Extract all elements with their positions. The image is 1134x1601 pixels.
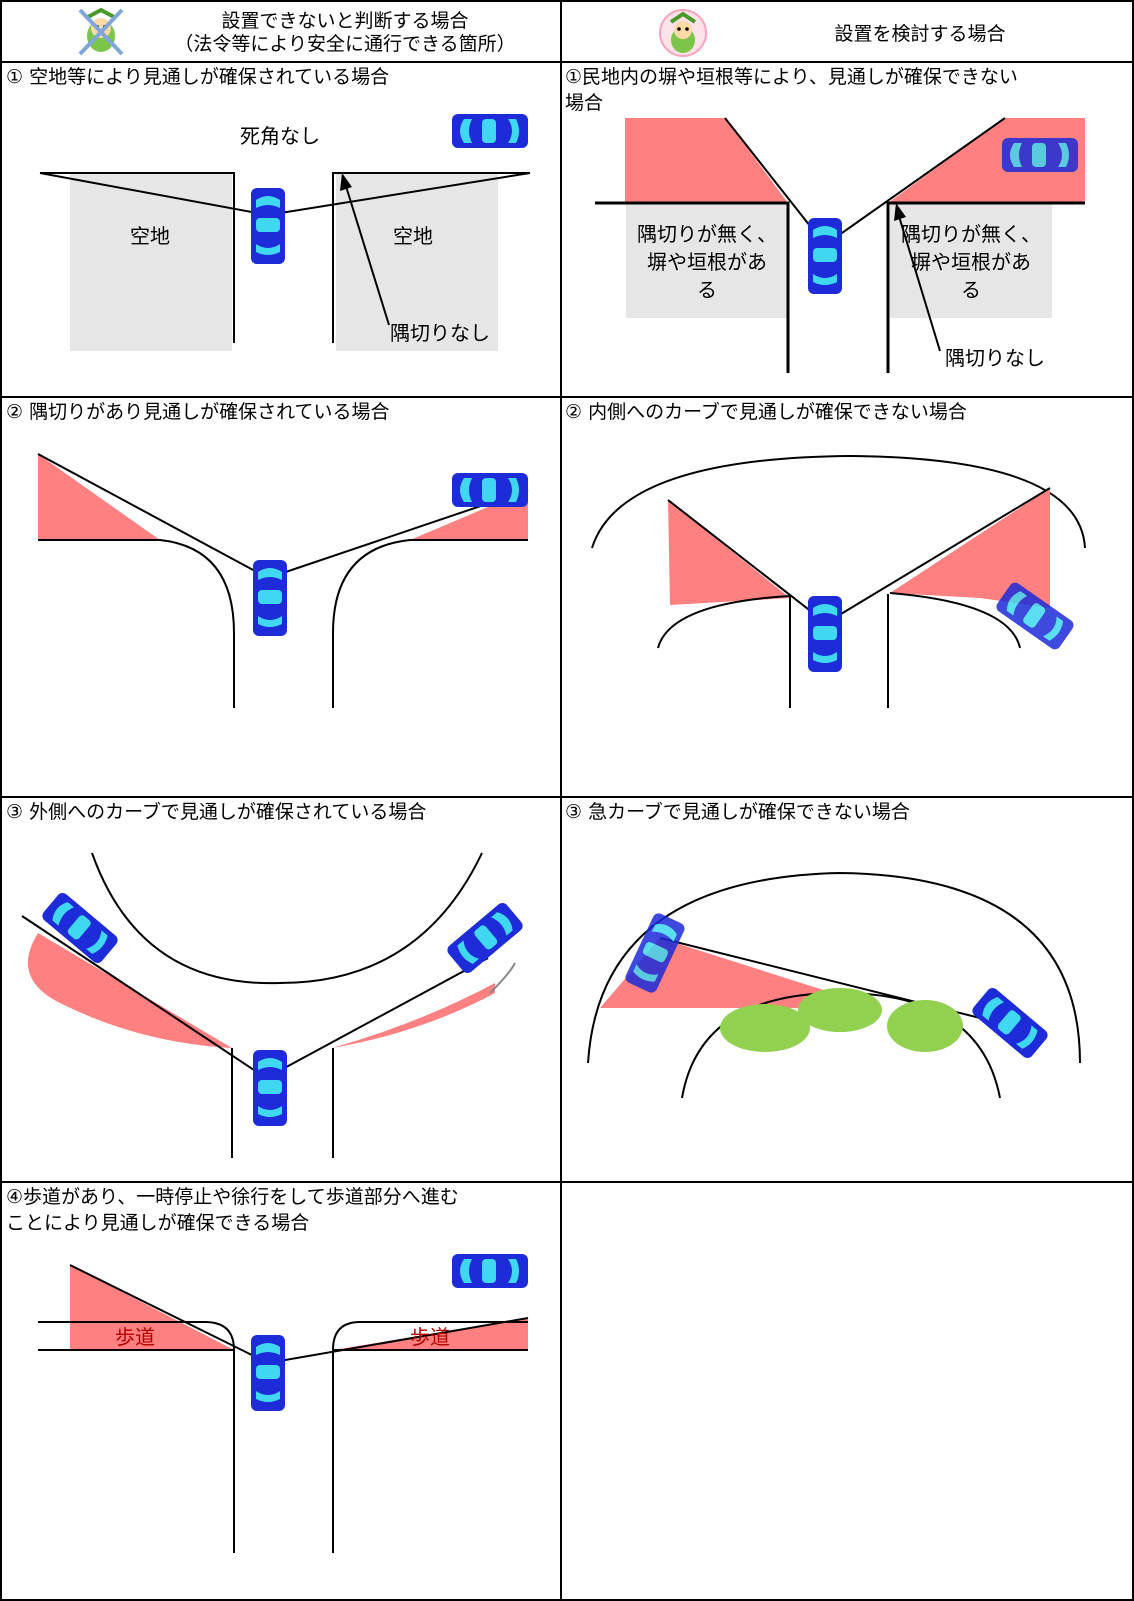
mascot-icon: [659, 9, 707, 57]
table-border-bottom: [0, 1599, 1134, 1601]
open-lot-left: [70, 173, 232, 351]
mascot-crossed-icon: [78, 7, 124, 56]
left-c4-title-line1: ④歩道があり、一時停止や徐行をして歩道部分へ進む: [6, 1186, 459, 1208]
diagram-left-2: [37, 453, 529, 708]
label-wall-left-2: 塀や垣根があ: [647, 250, 767, 274]
table-border-right: [1132, 0, 1134, 1601]
diagram-left-1: 死角なし 空地 空地 隅切りなし: [39, 114, 531, 351]
left-c4-title-line2: ことにより見通しが確保できる場合: [6, 1212, 310, 1234]
right-c1-title-line1: ①民地内の塀や垣根等により、見通しが確保できない: [565, 66, 1018, 88]
table-border-top: [0, 0, 1134, 2]
label-wall-right-2: 塀や垣根があ: [911, 250, 1031, 274]
right-c3-title: ③ 急カーブで見通しが確保できない場合: [565, 801, 910, 823]
label-lot-left: 空地: [130, 224, 170, 248]
header-left: 設置できないと判断する場合 （法令等により安全に通行できる箇所）: [130, 10, 560, 56]
header-right-line1: 設置を検討する場合: [834, 23, 1006, 45]
header-separator: [0, 61, 1134, 63]
blind-zone-left: [625, 118, 788, 203]
label-corner: 隅切りなし: [390, 321, 490, 345]
left-c2-title: ② 隅切りがあり見通しが確保されている場合: [6, 401, 390, 423]
car-cross: [452, 114, 528, 148]
label-corner-right: 隅切りなし: [945, 346, 1045, 370]
open-lot-right: [336, 173, 498, 351]
diagram-right-3: [587, 871, 1081, 1099]
diagram-left-4: 歩道 歩道: [38, 1254, 529, 1553]
diagram-left-3: [21, 852, 526, 1158]
label-lot-right: 空地: [393, 224, 433, 248]
label-wall-right-3: る: [961, 278, 981, 302]
left-c3-title: ③ 外側へのカーブで見通しが確保されている場合: [6, 801, 427, 823]
row-separator-2: [0, 796, 1134, 798]
header-right: 設置を検討する場合: [760, 23, 1080, 46]
table-divider: [560, 0, 562, 1601]
diagram-right-1: 隅切りが無く、 塀や垣根があ る 隅切りが無く、 塀や垣根があ る 隅切りなし: [595, 117, 1085, 373]
diagram-right-2: [591, 454, 1086, 708]
label-wall-right-1: 隅切りが無く、: [901, 222, 1041, 246]
table-border-left: [0, 0, 2, 1601]
right-c1-title: ①民地内の塀や垣根等により、見通しが確保できない 場合: [565, 64, 1018, 116]
car-main: [251, 188, 285, 264]
right-c2-title: ② 内側へのカーブで見通しが確保できない場合: [565, 401, 967, 423]
label-sidewalk-right: 歩道: [410, 1325, 450, 1349]
label-wall-left-1: 隅切りが無く、: [637, 222, 777, 246]
row-separator-1: [0, 396, 1134, 398]
label-wall-left-3: る: [697, 278, 717, 302]
label-no-blind: 死角なし: [240, 124, 320, 148]
label-sidewalk-left: 歩道: [115, 1325, 155, 1349]
row-separator-3: [0, 1181, 1134, 1183]
left-c4-title: ④歩道があり、一時停止や徐行をして歩道部分へ進む ことにより見通しが確保できる場…: [6, 1184, 459, 1236]
right-c1-title-line2: 場合: [565, 92, 604, 114]
header-left-line2: （法令等により安全に通行できる箇所）: [174, 33, 516, 55]
hedges: [720, 988, 963, 1052]
left-c1-title: ① 空地等により見通しが確保されている場合: [6, 66, 390, 88]
header-left-line1: 設置できないと判断する場合: [221, 10, 469, 32]
